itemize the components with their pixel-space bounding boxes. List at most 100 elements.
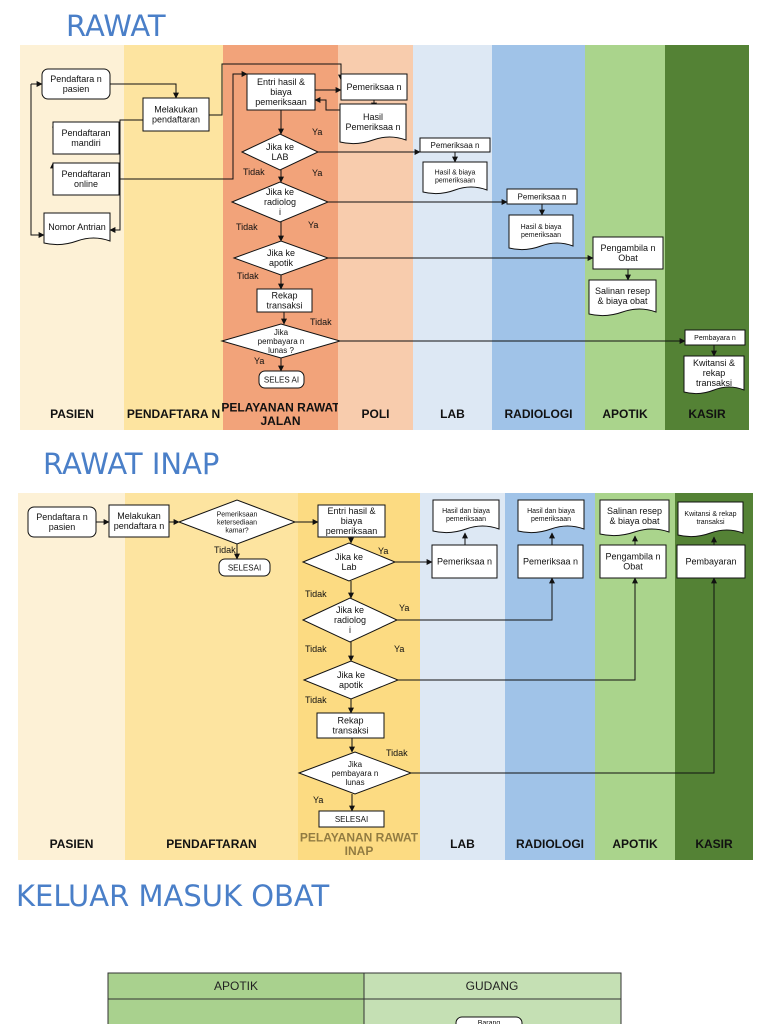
branch-label: Tidak xyxy=(386,748,408,758)
rawat-lane-bg xyxy=(338,45,413,430)
branch-label: Tidak xyxy=(305,589,327,599)
inap-selesai2-node: SELESAI xyxy=(318,810,385,828)
heading-rawat-inap: RAWAT INAP xyxy=(43,447,220,481)
radiologi-pemeriksaan-node: Pemeriksaa n xyxy=(506,188,578,205)
rawat-lane-label: APOTIK xyxy=(602,407,648,421)
svg-text:Salinan resep& biaya obat: Salinan resep& biaya obat xyxy=(607,506,662,526)
branch-label: Ya xyxy=(399,603,409,613)
flow-arrow xyxy=(397,577,555,621)
rawat-lane-label: LAB xyxy=(440,407,465,421)
svg-text:Barang: Barang xyxy=(478,1020,501,1024)
inap-lane-label: KASIR xyxy=(695,837,733,851)
obat-header-apotik: APOTIK xyxy=(214,979,258,993)
inap-apotik-salinan-doc: Salinan resep& biaya obat xyxy=(599,499,670,537)
branch-label: Ya xyxy=(254,356,264,366)
branch-label: Tidak xyxy=(310,317,332,327)
rawat-lane-label: KASIR xyxy=(688,407,726,421)
branch-label: Tidak xyxy=(236,222,258,232)
inap-lane-label: LAB xyxy=(450,837,475,851)
flow-arrow xyxy=(109,119,143,233)
rawat-lane-label: POLI xyxy=(361,407,389,421)
inap-lane-label: RADIOLOGI xyxy=(516,837,584,851)
heading-keluar-masuk-obat: KELUAR MASUK OBAT xyxy=(16,879,330,913)
branch-label: Tidak xyxy=(237,271,259,281)
obat-barang-node: Barang xyxy=(455,1016,523,1024)
poli-pemeriksaan-node: Pemeriksaa n xyxy=(340,73,408,101)
flow-arrow xyxy=(30,84,45,238)
svg-text:Pembayara n: Pembayara n xyxy=(694,335,736,342)
rawat-lane-label: PENDAFTARA N xyxy=(127,407,220,421)
rawat-lane-label: RADIOLOGI xyxy=(505,407,573,421)
flow-arrow xyxy=(119,71,248,180)
svg-text:Pemeriksaa n: Pemeriksaa n xyxy=(518,192,567,201)
flow-arrow xyxy=(411,577,717,774)
svg-text:Pembayaran: Pembayaran xyxy=(685,557,736,567)
svg-text:Nomor Antrian: Nomor Antrian xyxy=(48,222,106,232)
svg-text:Pemeriksaa n: Pemeriksaa n xyxy=(431,141,480,150)
inap-rad-pemeriksaan-node: Pemeriksaa n xyxy=(517,544,584,579)
flow-arrow xyxy=(314,97,340,111)
flow-arrow xyxy=(110,83,179,99)
svg-text:SELES AI: SELES AI xyxy=(264,375,299,384)
obat-header-gudang: GUDANG xyxy=(466,979,519,993)
branch-label: Tidak xyxy=(243,167,265,177)
heading-rawat: RAWAT xyxy=(66,9,166,43)
branch-label: Ya xyxy=(308,220,318,230)
apotik-salinan-doc: Salinan resep& biaya obat xyxy=(588,279,657,317)
svg-text:Pemeriksaa n: Pemeriksaa n xyxy=(346,82,401,92)
svg-text:SELESAI: SELESAI xyxy=(335,815,368,824)
nomor-antrian-doc: Nomor Antrian xyxy=(43,212,111,246)
inap-lane-label: PENDAFTARAN xyxy=(166,837,256,851)
branch-label: Ya xyxy=(313,795,323,805)
lab-pemeriksaan-node: Pemeriksaa n xyxy=(419,137,491,153)
inap-kasir-pembayaran-node: Pembayaran xyxy=(676,544,746,579)
branch-label: Ya xyxy=(312,127,322,137)
branch-label: Ya xyxy=(394,644,404,654)
rawat-lane-label: PASIEN xyxy=(50,407,94,421)
svg-text:Pemeriksaa n: Pemeriksaa n xyxy=(523,557,578,567)
inap-lane-label: PASIEN xyxy=(50,837,94,851)
